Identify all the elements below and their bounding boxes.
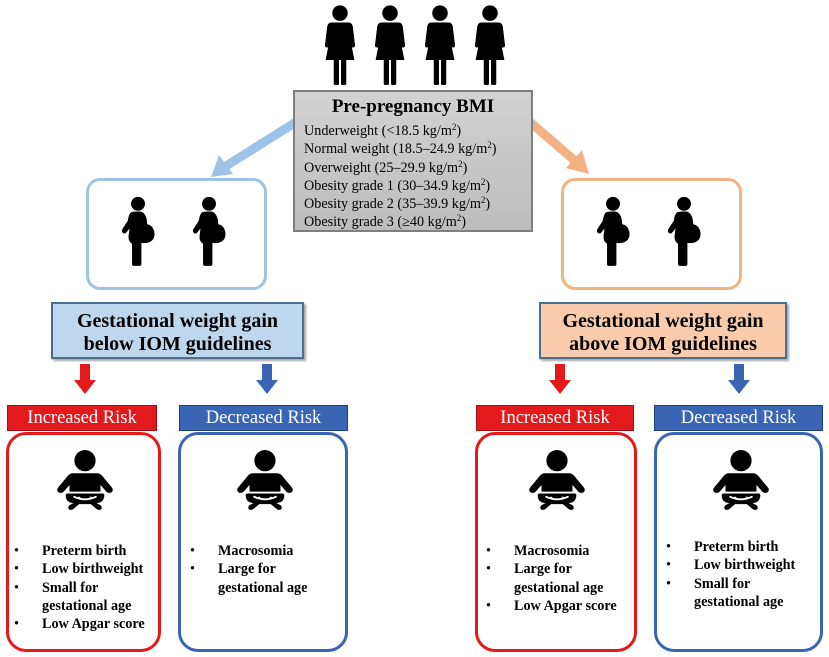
outcome-item: •Large for gestational age xyxy=(190,561,308,596)
pregnant-box-above xyxy=(561,178,742,290)
bmi-box: Pre-pregnancy BMI Underweight (<18.5 kg/… xyxy=(293,90,533,232)
outcome-item: •Low Apgar score xyxy=(14,616,145,633)
woman-icon xyxy=(320,5,360,85)
baby-icon xyxy=(236,449,294,511)
arrow-down-icon xyxy=(256,364,278,394)
arrow-down-icon xyxy=(74,364,96,394)
risk-label-decreased-below: Decreased Risk xyxy=(179,405,348,431)
outcome-list: •Macrosomia •Large for gestational age •… xyxy=(486,542,636,615)
baby-icon xyxy=(56,449,114,511)
outcome-item: •Macrosomia xyxy=(190,543,294,559)
outcome-box-decreased-below: •Macrosomia •Large for gestational age xyxy=(178,432,348,652)
outcome-item: •Low birthweight xyxy=(14,561,144,578)
outcome-item: •Preterm birth xyxy=(14,543,127,559)
outcome-item: •Macrosomia xyxy=(486,543,590,559)
outcome-list: •Macrosomia •Large for gestational age xyxy=(190,542,340,597)
bmi-title: Pre-pregnancy BMI xyxy=(331,96,495,117)
risk-label-increased-below: Increased Risk xyxy=(7,405,157,431)
outcome-item: •Small for gestational age xyxy=(666,575,784,610)
gain-above-box: Gestational weight gain above IOM guidel… xyxy=(539,302,787,359)
outcome-item: •Small for gestational age xyxy=(14,579,132,614)
outcome-list: •Preterm birth •Low birthweight •Small f… xyxy=(14,542,162,633)
baby-icon xyxy=(712,449,770,511)
pregnant-woman-icon xyxy=(192,195,226,267)
bmi-category-list: Underweight (<18.5 kg/m2) Normal weight … xyxy=(304,122,496,232)
bmi-category: Obesity grade 3 (≥40 kg/m2) xyxy=(304,213,467,231)
bmi-category: Obesity grade 2 (35–39.9 kg/m2) xyxy=(304,195,491,213)
pregnant-woman-icon xyxy=(667,195,701,267)
baby-icon xyxy=(528,449,586,511)
outcome-item: •Large for gestational age xyxy=(486,561,604,596)
pregnant-box-below xyxy=(86,178,267,290)
outcome-box-increased-above: •Macrosomia •Large for gestational age •… xyxy=(475,432,637,652)
gain-below-box: Gestational weight gain below IOM guidel… xyxy=(51,302,304,359)
bmi-category: Underweight (<18.5 kg/m2) xyxy=(304,122,462,140)
gain-below-line1: Gestational weight gain xyxy=(76,310,279,332)
outcome-item: •Low birthweight xyxy=(666,557,796,574)
women-group xyxy=(320,5,520,85)
woman-icon xyxy=(470,5,510,85)
pregnant-woman-icon xyxy=(121,195,155,267)
outcome-list: •Preterm birth •Low birthweight •Small f… xyxy=(666,538,816,611)
arrow-to-right-branch xyxy=(527,118,589,174)
bmi-category: Normal weight (18.5–24.9 kg/m2) xyxy=(304,140,497,158)
arrow-to-left-branch xyxy=(211,118,299,177)
outcome-box-increased-below: •Preterm birth •Low birthweight •Small f… xyxy=(6,432,161,652)
gain-above-line2: above IOM guidelines xyxy=(569,333,757,355)
woman-icon xyxy=(420,5,460,85)
outcome-item: •Low Apgar score xyxy=(486,597,617,614)
gain-below-line2: below IOM guidelines xyxy=(83,333,272,355)
bmi-category: Overweight (25–29.9 kg/m2) xyxy=(304,158,468,176)
risk-label-decreased-above: Decreased Risk xyxy=(654,405,823,431)
outcome-box-decreased-above: •Preterm birth •Low birthweight •Small f… xyxy=(654,432,823,652)
bmi-category: Obesity grade 1 (30–34.9 kg/m2) xyxy=(304,176,491,194)
outcome-item: •Preterm birth xyxy=(666,539,779,555)
arrow-down-icon xyxy=(728,364,750,394)
risk-label-increased-above: Increased Risk xyxy=(476,405,634,431)
woman-icon xyxy=(370,5,410,85)
gain-above-line1: Gestational weight gain xyxy=(562,310,764,332)
arrow-down-icon xyxy=(549,364,571,394)
pregnant-woman-icon xyxy=(596,195,630,267)
